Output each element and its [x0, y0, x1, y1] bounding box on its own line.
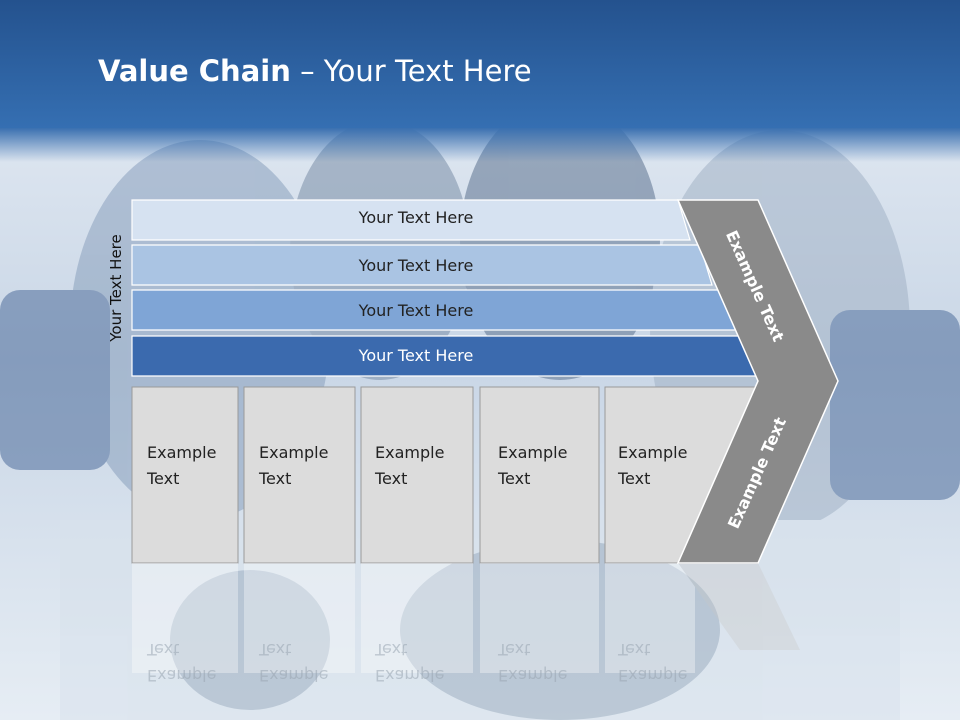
box-reflection-1: Example Text	[147, 636, 243, 688]
bar-label-1: Your Text Here	[358, 208, 474, 227]
reflection-2-line2: Text	[259, 640, 292, 659]
box-1-line2: Text	[147, 469, 180, 488]
reflection-5-line2: Text	[618, 640, 651, 659]
box-reflection-2: Example Text	[259, 636, 355, 688]
box-3-line1: Example	[375, 443, 445, 462]
value-chain-bar-1	[131, 199, 691, 241]
box-5-line2: Text	[618, 469, 651, 488]
box-2-line1: Example	[259, 443, 329, 462]
box-5-line1: Example	[618, 443, 688, 462]
box-3-line2: Text	[375, 469, 408, 488]
activity-box-3	[360, 386, 474, 564]
activity-box-1	[131, 386, 239, 564]
box-4-line2: Text	[498, 469, 531, 488]
value-chain-bar-2	[131, 244, 713, 286]
box-reflection-3: Example Text	[375, 636, 471, 688]
activity-box-4	[479, 386, 600, 564]
reflection-2-line1: Example	[259, 666, 329, 685]
box-4-line1: Example	[498, 443, 568, 462]
reflection-1-line1: Example	[147, 666, 217, 685]
box-reflection-4: Example Text	[498, 636, 594, 688]
activity-box-2	[243, 386, 356, 564]
side-label: Your Text Here	[107, 234, 125, 342]
reflection-5-line1: Example	[618, 666, 688, 685]
title-bold: Value Chain	[98, 54, 291, 88]
reflection-3-line1: Example	[375, 666, 445, 685]
bar-label-4: Your Text Here	[358, 346, 474, 365]
reflection-1-line2: Text	[147, 640, 180, 659]
value-chain-arrow	[676, 199, 839, 564]
box-2-line2: Text	[259, 469, 292, 488]
reflection-3-line2: Text	[375, 640, 408, 659]
reflection-4-line1: Example	[498, 666, 568, 685]
box-1-line1: Example	[147, 443, 217, 462]
box-reflection-5: Example Text	[618, 636, 714, 688]
title-rest: – Your Text Here	[290, 54, 532, 88]
bar-label-3: Your Text Here	[358, 301, 474, 320]
reflection-4-line2: Text	[498, 640, 531, 659]
bar-label-2: Your Text Here	[358, 256, 474, 275]
slide-title: Value Chain – Your Text Here	[98, 54, 532, 88]
